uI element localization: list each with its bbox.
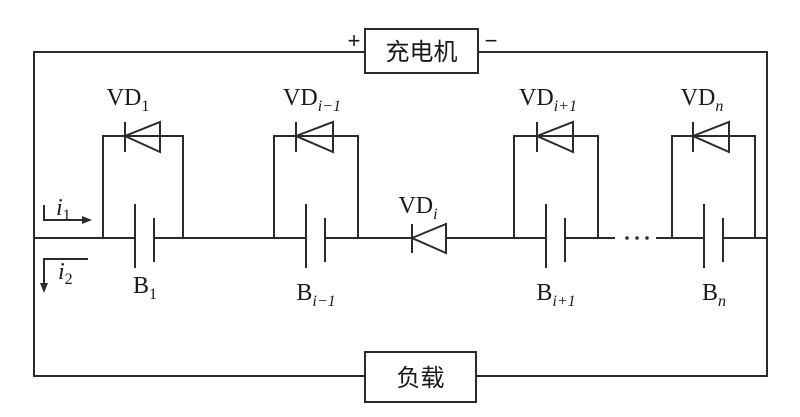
diode-label: VD1 <box>107 85 150 115</box>
diode-label: VDn <box>681 85 724 115</box>
current-i1: i1 <box>43 195 92 224</box>
diode-icon <box>122 120 161 154</box>
arrowhead <box>82 216 92 224</box>
battery-icon <box>305 204 326 268</box>
diode-icon <box>293 120 334 154</box>
battery-icon <box>545 204 566 268</box>
charger-label: 充电机 <box>386 38 458 66</box>
charger-box <box>364 28 479 74</box>
cell-i-plus-1: VDi+1 Bi+1 <box>513 85 599 310</box>
ellipsis-dot <box>625 236 629 240</box>
battery-label: Bi−1 <box>296 280 335 310</box>
cell-i: VDi <box>398 193 447 255</box>
charger-minus-sign: − <box>485 28 498 53</box>
cell-1: VD1 B1 <box>102 85 184 303</box>
diode-icon <box>409 222 447 255</box>
bypass-loop <box>102 135 184 238</box>
diode-icon <box>534 120 574 154</box>
load-label: 负载 <box>397 364 445 392</box>
ellipsis <box>625 236 649 240</box>
current-i2: i2 <box>40 258 88 293</box>
arrow-right-icon <box>43 205 86 221</box>
current-i1-label: i1 <box>56 195 71 224</box>
diode-label: VDi <box>398 193 437 223</box>
battery-icon <box>134 204 155 268</box>
outer-loop <box>33 51 768 377</box>
battery-icon <box>703 204 724 268</box>
diode-label: VDi+1 <box>519 85 577 115</box>
bypass-loop <box>671 135 756 238</box>
ellipsis-dot <box>645 236 649 240</box>
charger-plus-sign: + <box>348 28 361 53</box>
ellipsis-dot <box>635 236 639 240</box>
bypass-loop <box>513 135 599 238</box>
battery-label: B1 <box>133 273 157 303</box>
diode-label: VDi−1 <box>283 85 341 115</box>
arrow-down-icon <box>43 258 88 286</box>
charger: 充电机 + − <box>348 28 498 74</box>
bypass-loop <box>273 135 359 238</box>
cell-i-minus-1: VDi−1 Bi−1 <box>273 85 359 310</box>
battery-label: Bi+1 <box>536 280 575 310</box>
cell-n: VDn Bn <box>671 85 756 310</box>
load: 负载 <box>364 351 477 403</box>
diode-icon <box>690 120 730 154</box>
battery-label: Bn <box>702 280 726 310</box>
load-box <box>364 351 477 403</box>
arrowhead <box>40 283 48 293</box>
current-i2-label: i2 <box>58 259 73 288</box>
